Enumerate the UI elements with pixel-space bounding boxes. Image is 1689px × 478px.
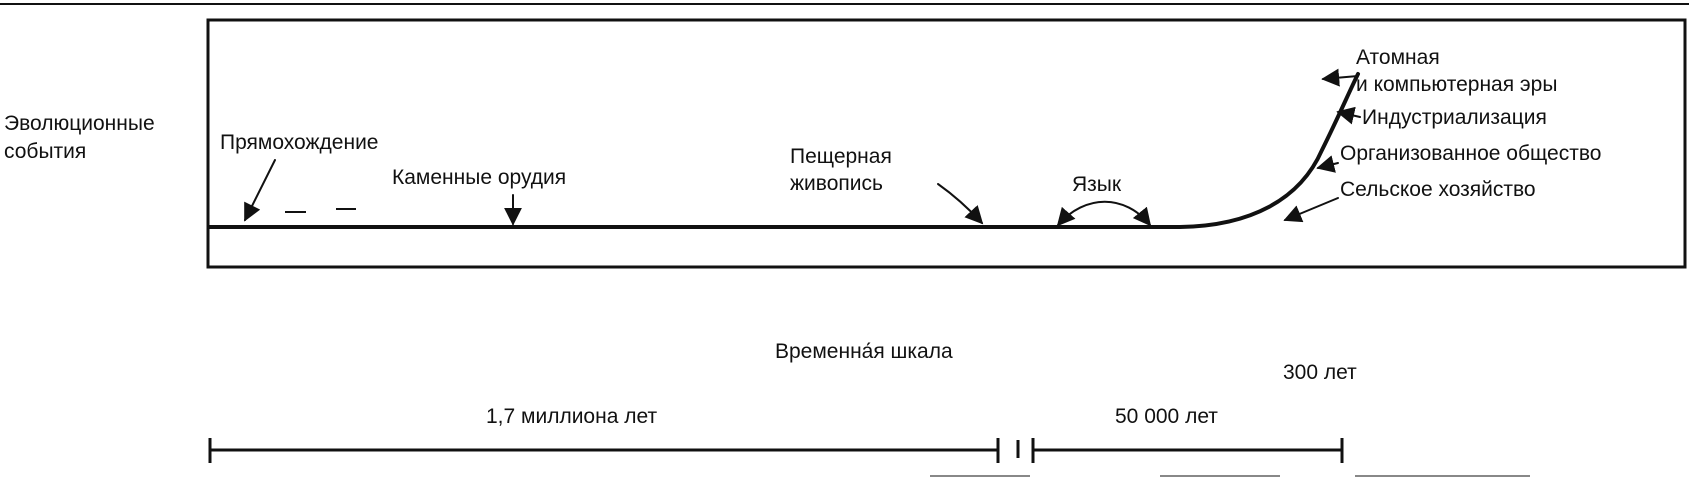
- evolution-label-line1: Эволюционные: [4, 112, 155, 135]
- timescale-title: Временна́я шкала: [775, 340, 953, 363]
- arrow-agriculture: [1283, 197, 1339, 223]
- event-organized-society: Организованное общество: [1340, 142, 1601, 165]
- evolution-curve: [207, 72, 1360, 229]
- arrow-language: [1056, 200, 1152, 227]
- arrow-cave-painting: [937, 183, 984, 225]
- event-cave-painting-1: Пещерная: [790, 145, 892, 168]
- event-atomic-2: и компьютерная эры: [1356, 73, 1557, 96]
- arrow-industrialization: [1336, 106, 1361, 125]
- event-atomic-1: Атомная: [1356, 46, 1440, 69]
- event-bipedalism: Прямохождение: [220, 131, 378, 154]
- event-agriculture: Сельское хозяйство: [1340, 178, 1536, 201]
- timescale-50000-years: 50 000 лет: [1115, 405, 1218, 428]
- diagram-frame: [206, 18, 1687, 269]
- arrow-organized-society: [1316, 155, 1339, 173]
- evolution-label-line2: события: [4, 140, 86, 163]
- event-industrialization: Индустриализация: [1362, 106, 1547, 129]
- timescale-million-years: 1,7 миллиона лет: [486, 405, 657, 428]
- event-stone-tools: Каменные орудия: [392, 166, 566, 189]
- scale-bar-50000: [1031, 438, 1344, 463]
- arrow-bipedalism: [244, 159, 276, 222]
- event-cave-painting-2: живопись: [790, 172, 883, 195]
- scale-bar-million: [208, 438, 1000, 463]
- arrow-atomic: [1321, 68, 1359, 87]
- timescale-300-years: 300 лет: [1283, 361, 1357, 384]
- event-language: Язык: [1072, 173, 1122, 196]
